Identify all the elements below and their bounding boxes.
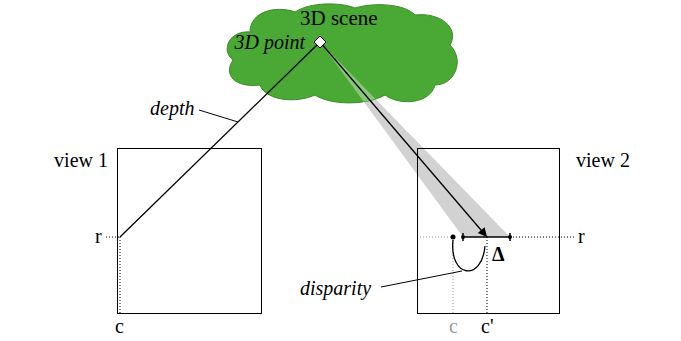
- depth-ray: [120, 42, 320, 237]
- column-guide: [120, 237, 121, 314]
- depth-label: depth: [150, 98, 194, 118]
- column-label: c: [449, 316, 458, 336]
- node-title: view 1: [54, 150, 108, 170]
- image-view: view 1: [117, 148, 262, 314]
- delta-label: Δ: [492, 244, 505, 264]
- column-guide: [487, 237, 488, 314]
- row-guide: [510, 237, 574, 238]
- image-view: view 2: [417, 148, 560, 314]
- leader-line: [199, 110, 238, 122]
- pixel-dot: [451, 235, 456, 240]
- node-title: 3D scene: [300, 8, 378, 28]
- cloud-outline: [227, 4, 457, 103]
- row-label: r: [578, 226, 585, 246]
- range-end: [508, 235, 512, 239]
- node-title: view 2: [576, 150, 630, 170]
- view-cone: [320, 42, 510, 237]
- disparity-arc: [453, 240, 485, 271]
- row-label: r: [95, 226, 102, 246]
- leader-line: [381, 271, 462, 287]
- scene-cloud: 3D scene 3D point: [215, 0, 465, 108]
- row-guide: [417, 237, 453, 238]
- disparity-label: disparity: [300, 278, 371, 298]
- range-end: [461, 235, 465, 239]
- point-label: 3D point: [234, 32, 305, 52]
- column-label: c': [481, 316, 493, 336]
- column-label: c: [115, 316, 124, 336]
